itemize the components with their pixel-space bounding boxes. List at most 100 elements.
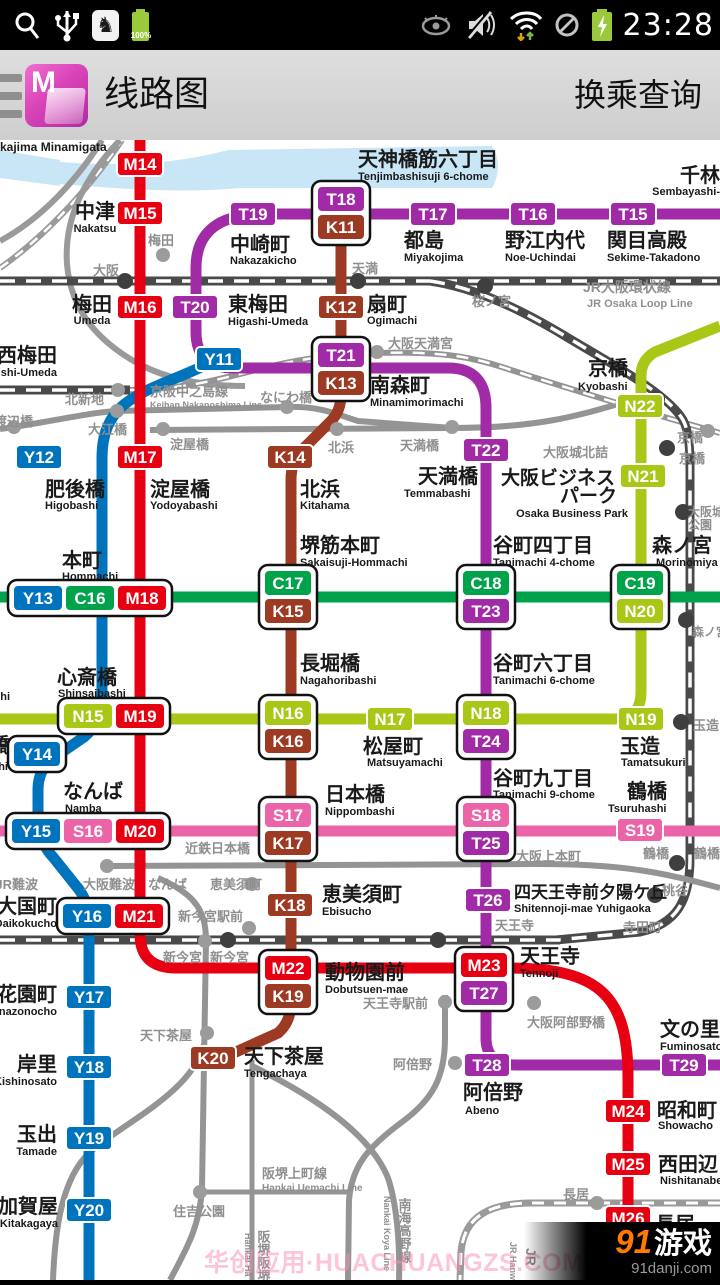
badge-cell — [14, 586, 62, 610]
map-station-label: 花園町 — [0, 983, 57, 1006]
station-badge-N21[interactable]: N21 — [619, 463, 667, 489]
station-badge-Y17[interactable]: Y17 — [65, 984, 113, 1010]
badge-code: Y20 — [74, 1201, 104, 1220]
station-dot — [100, 859, 114, 873]
badge-code: K14 — [274, 448, 306, 467]
map-gray-label: 天満橋 — [400, 438, 440, 453]
map-station-label: 中津 — [75, 199, 115, 223]
station-badge-Y14[interactable]: Y14 — [6, 734, 68, 774]
map-station-label: 堺筋本町 — [300, 533, 380, 557]
station-badge-K20[interactable]: K20 — [189, 1045, 237, 1071]
station-badge-M15[interactable]: M15 — [116, 200, 164, 226]
map-station-label: 大国町 — [0, 895, 57, 918]
map-gray-label: 京橋 — [679, 451, 706, 466]
river-shape — [0, 150, 60, 186]
badge-code: T27 — [469, 984, 498, 1003]
menu-icon[interactable] — [0, 74, 22, 118]
badge-code: T24 — [471, 732, 501, 751]
transfer-query-button[interactable]: 换乘查询 — [573, 77, 702, 113]
clock-label: 23:28 — [622, 7, 714, 43]
badge-code: T26 — [473, 891, 502, 910]
metro-map[interactable]: kajima Minamigata中津Nakatsu梅田Umeda西梅田Nish… — [0, 137, 720, 1285]
map-station-label: Dobutsuen-mae — [325, 984, 408, 996]
map-station-label: kajima Minamigata — [0, 140, 107, 154]
station-badge-T28[interactable]: T28 — [463, 1052, 511, 1078]
station-badge-N22[interactable]: N22 — [616, 393, 664, 419]
badge-cell — [171, 294, 219, 320]
map-gray-label: 鶴橋 — [643, 846, 670, 861]
station-badge-M24[interactable]: M24 — [604, 1098, 652, 1124]
station-badge-T20[interactable]: T20 — [171, 294, 219, 320]
map-station-label: 恵美須町 — [322, 882, 402, 906]
station-badge-T26[interactable]: T26 — [464, 887, 512, 913]
badge-code: M15 — [123, 204, 156, 223]
station-badge-T22[interactable]: T22 — [462, 437, 510, 463]
station-badge-N19[interactable]: N19 — [617, 706, 665, 732]
app-header: M 线路图 换乘查询 — [0, 50, 720, 141]
station-badge-N17[interactable]: N17 — [366, 706, 414, 732]
badge-code: K20 — [197, 1049, 228, 1068]
station-badge-Y18[interactable]: Y18 — [65, 1054, 113, 1080]
station-dot — [701, 424, 715, 438]
map-gray-label: 桜ノ宮 — [472, 294, 511, 309]
app-logo[interactable]: M — [25, 64, 88, 127]
station-badge-K12[interactable]: K12 — [317, 294, 365, 320]
badge-cell — [461, 953, 507, 977]
badge-cell — [14, 742, 60, 766]
badge-cell — [461, 981, 507, 1005]
station-badge-T29[interactable]: T29 — [660, 1052, 708, 1078]
map-gray-label: 淀屋橋 — [170, 437, 210, 452]
badge-cell — [65, 1054, 113, 1080]
badge-code: Y14 — [22, 745, 53, 764]
station-badge-T17[interactable]: T17 — [409, 201, 457, 227]
badge-code: S16 — [73, 822, 103, 841]
station-badge-T15[interactable]: T15 — [609, 201, 657, 227]
station-badge-T19[interactable]: T19 — [229, 201, 277, 227]
usb-icon — [55, 11, 79, 42]
map-gray-label: JR Osaka Loop Line — [587, 298, 693, 310]
map-gray-label: 北浜 — [328, 440, 354, 455]
map-station-label: Hanazonocho — [0, 1006, 57, 1018]
train-illustration — [44, 88, 86, 124]
map-station-label: Tsuruhashi — [608, 803, 666, 815]
map-container[interactable]: kajima Minamigata中津Nakatsu梅田Umeda西梅田Nish… — [0, 137, 720, 1285]
station-badge-Y11[interactable]: Y11 — [195, 346, 243, 372]
station-badge-M16[interactable]: M16 — [116, 294, 164, 320]
station-badge-M17[interactable]: M17 — [116, 444, 164, 470]
map-station-label: Morinomiya — [656, 557, 719, 569]
station-dot — [527, 996, 541, 1010]
map-gray-label: 大阪城北詰 — [543, 445, 608, 460]
station-badge-S19[interactable]: S19 — [616, 817, 664, 843]
map-gray-label: 新今宮駅前 — [178, 909, 243, 924]
map-station-label: 天神橋筋六丁目 — [358, 147, 498, 171]
station-badge-M25[interactable]: M25 — [604, 1151, 652, 1177]
badge-code: N22 — [624, 397, 655, 416]
station-badge-Y12[interactable]: Y12 — [15, 444, 63, 470]
station-badge-M14[interactable]: M14 — [116, 151, 164, 177]
station-badge-T16[interactable]: T16 — [509, 201, 557, 227]
station-badge-K18[interactable]: K18 — [266, 892, 314, 918]
badge-cell — [12, 819, 60, 843]
station-badge-Y19[interactable]: Y19 — [65, 1125, 113, 1151]
map-gray-label: なんば — [148, 877, 187, 892]
map-station-label: Nishi-Ohashi — [0, 691, 10, 703]
badge-cell — [617, 571, 663, 595]
station-dot — [675, 504, 691, 520]
station-badge-Y20[interactable]: Y20 — [65, 1197, 113, 1223]
station-badge-K14[interactable]: K14 — [266, 444, 314, 470]
